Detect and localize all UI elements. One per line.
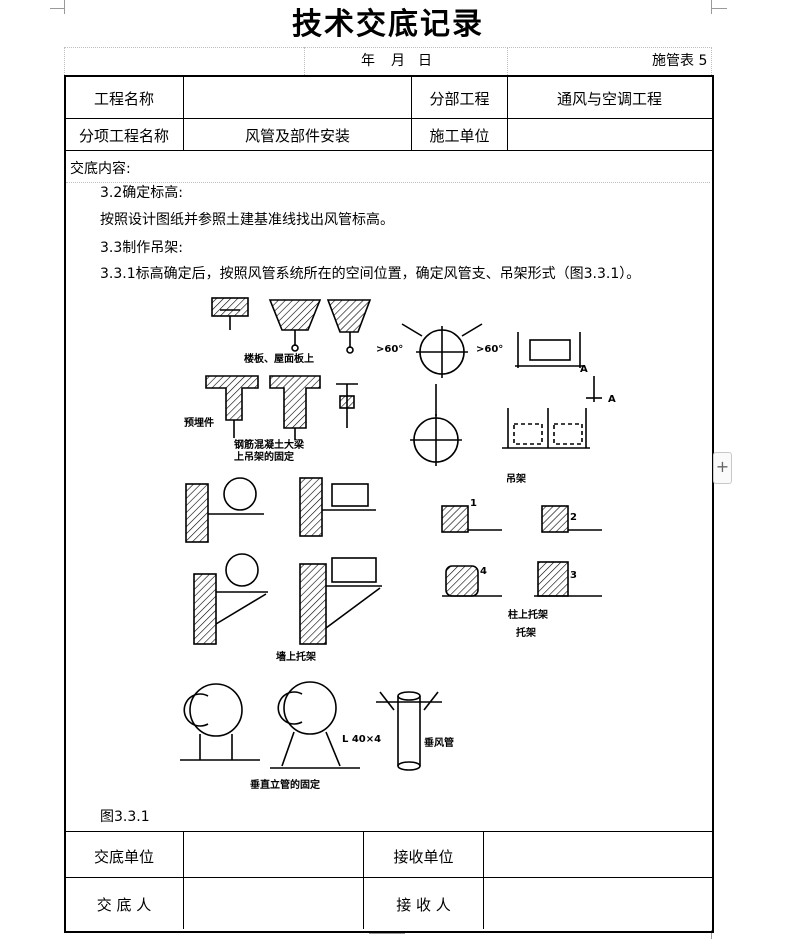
content-line: 3.3制作吊架:	[100, 240, 183, 256]
row-divider	[64, 118, 712, 119]
guide-line	[711, 47, 712, 75]
figure-label: 上吊架的固定	[234, 450, 294, 463]
figure-caption: 图3.3.1	[100, 809, 150, 825]
row-divider	[64, 831, 712, 832]
row-divider	[64, 150, 712, 151]
content-heading: 交底内容:	[70, 161, 131, 177]
figure-label: 钢筋混凝土大梁	[234, 438, 305, 451]
contractor-label: 施工单位	[429, 127, 490, 145]
issuer-label: 交 底 人	[96, 896, 152, 914]
figure-label: A	[580, 364, 588, 375]
riser-clamp-2-icon	[270, 681, 360, 769]
content-line: 按照设计图纸并参照土建基准线找出风管标高。	[100, 212, 394, 228]
figure-label: L 40×4	[342, 734, 381, 745]
wall-bracket-strut-rect-icon	[299, 557, 382, 645]
beam-clamp-icon	[336, 383, 358, 428]
guide-line	[64, 47, 65, 75]
figure-label: 楼板、屋面板上	[244, 352, 314, 365]
sub-project-label: 分部工程	[429, 90, 490, 108]
section-a-icon	[586, 376, 602, 402]
issuer-unit-label: 交底单位	[93, 848, 154, 866]
round-duct-strut-icon	[401, 323, 483, 378]
date-month: 月	[391, 53, 405, 69]
figure-label: >60°	[376, 344, 403, 355]
slab-hanger-2-icon	[268, 299, 322, 352]
guide-line	[64, 47, 712, 48]
col-divider	[183, 76, 184, 150]
wall-bracket-strut-round-icon	[193, 553, 268, 645]
project-name-label: 工程名称	[93, 90, 154, 108]
figure-label: 垂风管	[424, 736, 454, 749]
column-bracket-4-icon	[442, 565, 502, 597]
figure-label: 墙上托架	[276, 650, 316, 663]
slab-hanger-1-icon	[211, 297, 249, 330]
guide-line	[507, 47, 508, 75]
form-code: 施管表 5	[652, 53, 708, 69]
figure-label: A	[608, 394, 616, 405]
content-line: 3.2确定标高:	[100, 185, 183, 201]
receiver-label: 接 收 人	[396, 896, 451, 914]
figure-label: 预埋件	[184, 416, 214, 429]
crop-mark-top-right	[711, 0, 712, 14]
figure-label: 托架	[516, 626, 536, 639]
figure-label: 吊架	[506, 472, 526, 485]
row-divider	[64, 877, 712, 878]
date-year: 年	[361, 53, 375, 69]
page-title: 技术交底记录	[292, 7, 484, 42]
crop-mark-top-left-h	[50, 8, 64, 9]
col-divider	[483, 831, 484, 929]
figure-label: 1	[470, 498, 477, 509]
date-day: 日	[418, 53, 432, 69]
column-bracket-1-icon	[441, 505, 502, 533]
guide-line	[304, 47, 305, 75]
figure-label: 3	[570, 570, 577, 581]
content-line: 3.3.1标高确定后，按照风管系统所在的空间位置，确定风管支、吊架形式（图3.3…	[100, 266, 641, 282]
wall-bracket-rect-icon	[299, 477, 376, 537]
crop-mark-top-left	[64, 0, 65, 14]
crop-mark-bottom-right	[711, 930, 712, 939]
wall-bracket-round-icon	[185, 477, 264, 543]
record-table	[64, 75, 714, 933]
embedded-plate-beam-icon	[205, 375, 259, 438]
col-divider	[363, 831, 364, 929]
slab-hanger-3-icon	[326, 299, 372, 354]
riser-clamp-1-icon	[180, 683, 260, 761]
round-duct-hanger-icon	[410, 384, 462, 466]
crop-mark-top-right-h	[711, 8, 727, 9]
col-divider	[183, 831, 184, 929]
add-row-button[interactable]: +	[713, 452, 732, 484]
rect-duct-hanger-top-icon	[515, 332, 583, 368]
figure-drawing-strokes	[180, 297, 602, 771]
receiver-unit-label: 接收单位	[393, 848, 454, 866]
item-name-label: 分项工程名称	[78, 127, 169, 145]
support-hanger-figure: 楼板、屋面板上 预埋件 钢筋混凝土大梁 上吊架的固定 >60° >60° A A…	[180, 297, 616, 791]
figure-label: >60°	[476, 344, 503, 355]
col-divider	[411, 76, 412, 150]
crop-mark-bottom-left	[369, 933, 405, 934]
sub-project-value[interactable]: 通风与空调工程	[556, 90, 662, 108]
figure-label: 柱上托架	[508, 608, 548, 621]
figure-label: 4	[480, 566, 487, 577]
col-divider	[507, 76, 508, 150]
item-name-value[interactable]: 风管及部件安装	[244, 127, 350, 145]
rc-beam-hanger-icon	[269, 375, 321, 440]
figure-label: 2	[570, 512, 577, 523]
rect-duct-hanger-icon	[502, 408, 590, 449]
vertical-duct-clamp-icon	[376, 691, 442, 771]
column-bracket-2-icon	[541, 505, 602, 533]
column-bracket-3-icon	[534, 561, 602, 597]
figure-label: 垂直立管的固定	[250, 778, 320, 791]
guide-line	[66, 182, 710, 183]
